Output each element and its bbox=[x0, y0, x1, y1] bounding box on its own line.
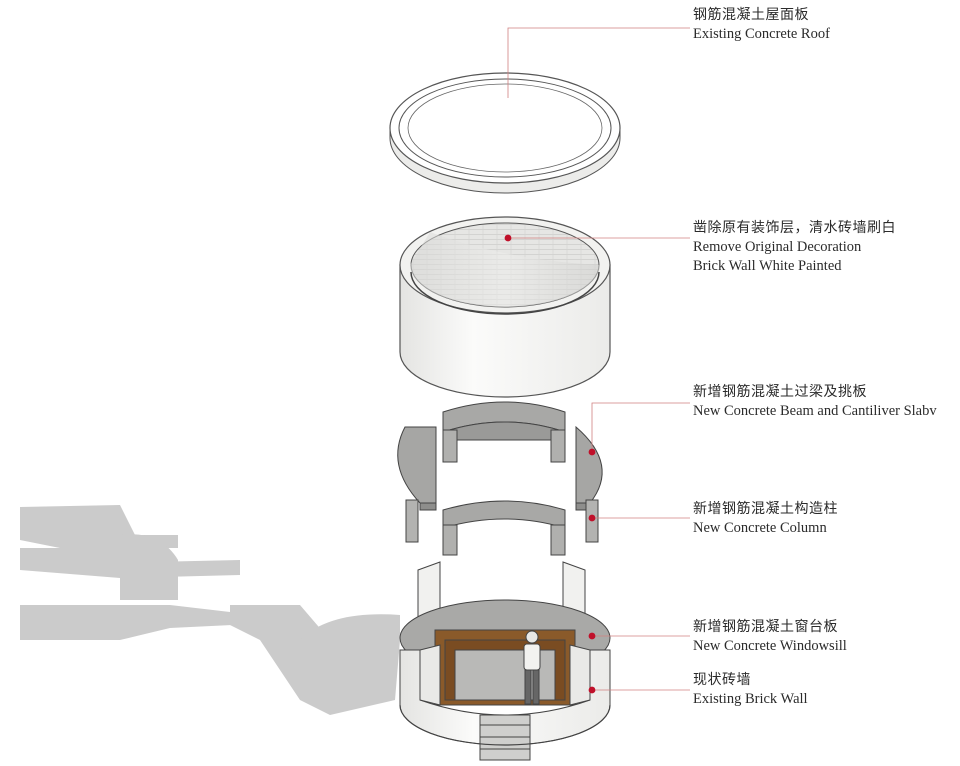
label-concrete-windowsill: 新增钢筋混凝土窗台板 New Concrete Windowsill bbox=[693, 618, 847, 656]
label-zh: 新增钢筋混凝土过梁及挑板 bbox=[693, 384, 867, 400]
label-zh: 钢筋混凝土屋面板 bbox=[693, 7, 809, 23]
label-zh: 凿除原有装饰层，清水砖墙刷白 bbox=[693, 220, 896, 236]
label-en: New Concrete Column bbox=[693, 520, 827, 536]
label-brick-wall-painted: 凿除原有装饰层，清水砖墙刷白 Remove Original Decoratio… bbox=[693, 219, 896, 276]
leader-dots bbox=[504, 234, 596, 694]
label-zh: 新增钢筋混凝土窗台板 bbox=[693, 619, 838, 635]
ground-floor bbox=[399, 561, 611, 761]
label-en: Remove Original Decoration bbox=[693, 239, 862, 255]
label-concrete-beam: 新增钢筋混凝土过梁及挑板 New Concrete Beam and Canti… bbox=[693, 383, 937, 421]
concrete-beam-and-slabs bbox=[397, 401, 603, 556]
label-en: New Concrete Windowsill bbox=[693, 638, 847, 654]
label-en: Existing Brick Wall bbox=[693, 691, 808, 707]
label-en: New Concrete Beam and Cantiliver Slabv bbox=[693, 403, 937, 419]
leader-lines bbox=[507, 27, 690, 691]
label-concrete-roof: 钢筋混凝土屋面板 Existing Concrete Roof bbox=[693, 6, 830, 44]
concrete-roof bbox=[389, 72, 621, 194]
label-zh: 新增钢筋混凝土构造柱 bbox=[693, 501, 838, 517]
label-concrete-column: 新增钢筋混凝土构造柱 New Concrete Column bbox=[693, 500, 838, 538]
painted-brick-cylinder bbox=[399, 216, 611, 398]
label-en: Brick Wall White Painted bbox=[693, 258, 842, 274]
label-zh: 现状砖墙 bbox=[693, 672, 751, 688]
label-existing-brick-wall: 现状砖墙 Existing Brick Wall bbox=[693, 671, 808, 709]
label-en: Existing Concrete Roof bbox=[693, 26, 830, 42]
cast-shadow bbox=[20, 505, 400, 715]
